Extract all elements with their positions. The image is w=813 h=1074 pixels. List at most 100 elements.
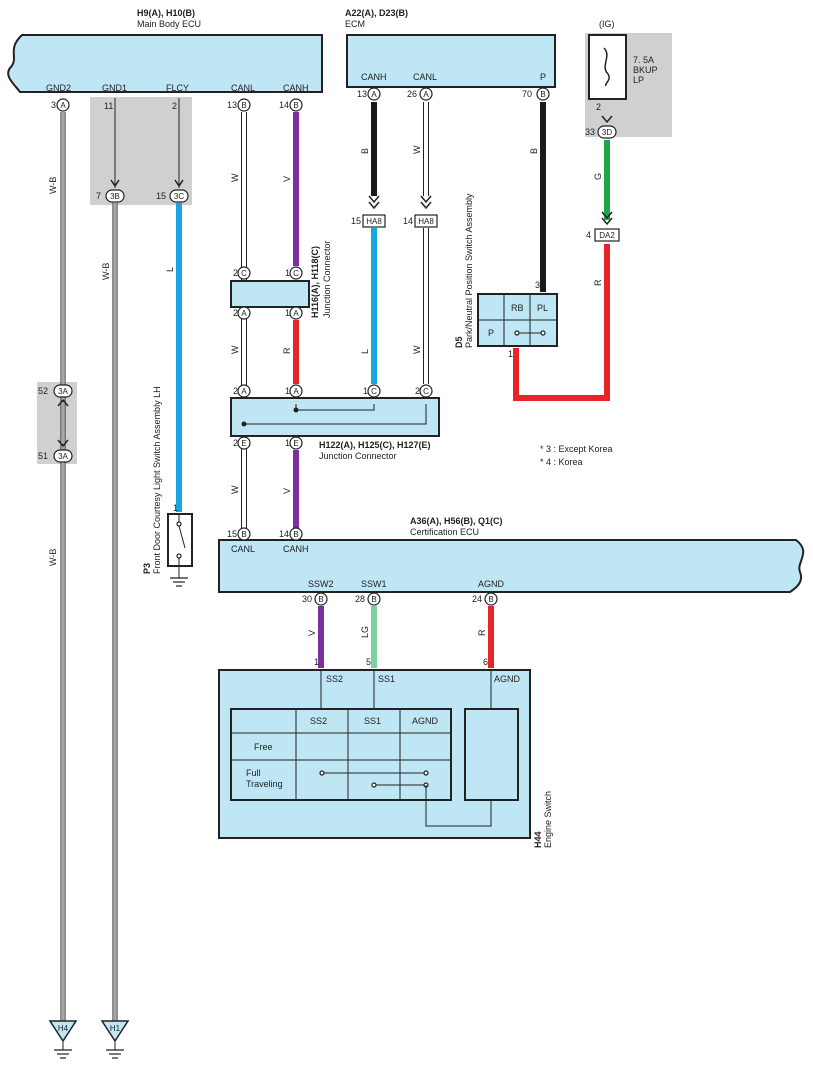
wire-r-fuse [513, 244, 610, 401]
svg-text:33: 33 [585, 127, 595, 137]
svg-text:3: 3 [51, 100, 56, 110]
svg-text:E: E [241, 439, 246, 448]
svg-text:28: 28 [355, 594, 365, 604]
pin-label-canl: CANL [231, 83, 255, 93]
svg-text:1: 1 [285, 268, 290, 278]
svg-text:G: G [593, 173, 603, 180]
ground-h4 [48, 1020, 78, 1059]
pin-label-gnd2: GND2 [46, 83, 71, 93]
p3-ref: P3 [142, 563, 152, 574]
svg-text:13: 13 [227, 100, 237, 110]
svg-text:R: R [477, 629, 487, 636]
svg-text:C: C [371, 387, 377, 396]
svg-text:W: W [230, 485, 240, 494]
d5-col-pl: PL [537, 303, 548, 313]
svg-text:B: B [293, 101, 298, 110]
svg-text:30: 30 [302, 594, 312, 604]
svg-text:B: B [529, 148, 539, 154]
svg-text:B: B [241, 530, 246, 539]
svg-text:1: 1 [285, 386, 290, 396]
cert-ecu-ref: A36(A), H56(B), Q1(C) [410, 516, 503, 526]
svg-text:DA2: DA2 [599, 231, 615, 240]
jc-mid-internal [244, 404, 427, 425]
fuse-icon [603, 47, 610, 87]
svg-text:1: 1 [285, 308, 290, 318]
es-pin-ss1: SS1 [378, 674, 395, 684]
chevron-icons [57, 115, 613, 448]
svg-text:B: B [371, 595, 376, 604]
p3-name: Front Door Courtesy Light Switch Assembl… [152, 386, 162, 574]
svg-text:L: L [165, 267, 175, 272]
es-ref: H44 [533, 831, 543, 848]
main-body-ecu-box [7, 34, 323, 93]
svg-text:1: 1 [285, 438, 290, 448]
svg-text:52: 52 [38, 386, 48, 396]
svg-text:B: B [488, 595, 493, 604]
svg-text:W: W [230, 345, 240, 354]
ecm-box [346, 34, 556, 88]
note-1: * 3 : Except Korea [540, 444, 613, 454]
es-pin-ss2: SS2 [326, 674, 343, 684]
main-body-ecu-ref: H9(A), H10(B) [137, 8, 195, 18]
svg-text:W-B: W-B [48, 549, 58, 566]
fuse-name1: BKUP [633, 65, 658, 75]
svg-text:2: 2 [415, 386, 420, 396]
es-row-traveling: Traveling [246, 779, 283, 789]
ecm-name: ECM [345, 19, 365, 29]
es-th-agnd: AGND [412, 716, 439, 726]
cert-ecu-box [218, 539, 805, 593]
cert-pin-ssw1: SSW1 [361, 579, 387, 589]
pin-label-flcy: FLCY [166, 83, 189, 93]
svg-text:A: A [241, 387, 247, 396]
svg-text:3D: 3D [602, 128, 612, 137]
svg-text:L: L [360, 349, 370, 354]
svg-text:A: A [371, 90, 377, 99]
svg-text:14: 14 [403, 216, 413, 226]
svg-text:V: V [282, 176, 292, 182]
jc-top-box [230, 280, 310, 308]
svg-text:B: B [540, 90, 545, 99]
svg-text:6: 6 [483, 657, 488, 667]
svg-text:11: 11 [104, 101, 113, 111]
svg-text:7: 7 [96, 191, 101, 201]
svg-text:A: A [293, 387, 299, 396]
svg-text:1: 1 [314, 657, 319, 667]
svg-text:14: 14 [279, 529, 289, 539]
svg-text:3C: 3C [174, 192, 184, 201]
ecm-ref: A22(A), D23(B) [345, 8, 408, 18]
svg-text:HA8: HA8 [366, 217, 382, 226]
jc-mid-name: Junction Connector [319, 451, 397, 461]
note-2: * 4 : Korea [540, 457, 583, 467]
cert-pin-canl: CANL [231, 544, 255, 554]
jc-mid-ref: H122(A), H125(C), H127(E) [319, 440, 431, 450]
es-name: Engine Switch [543, 791, 553, 848]
svg-text:W-B: W-B [48, 177, 58, 194]
svg-text:15: 15 [156, 191, 166, 201]
svg-text:2: 2 [233, 268, 238, 278]
pin-circles: A B B A A B C C A A A A C C E E B B B B … [56, 87, 550, 606]
jc-top-ref: H116(A), H118(C) [310, 246, 320, 318]
svg-text:C: C [241, 269, 247, 278]
p3-ground-icon [170, 577, 188, 587]
jc-top-name: Junction Connector [322, 240, 332, 318]
svg-text:70: 70 [522, 89, 532, 99]
cert-pin-agnd: AGND [478, 579, 505, 589]
svg-text:2: 2 [233, 386, 238, 396]
svg-text:V: V [307, 630, 317, 636]
svg-text:51: 51 [38, 451, 48, 461]
svg-text:13: 13 [357, 89, 367, 99]
svg-text:15: 15 [227, 529, 237, 539]
pin-label-gnd1: GND1 [102, 83, 127, 93]
fuse-ig: (IG) [599, 19, 615, 29]
svg-text:LG: LG [360, 626, 370, 638]
es-th-ss2: SS2 [310, 716, 327, 726]
d5-row-p: P [488, 328, 494, 338]
svg-text:3A: 3A [58, 387, 68, 396]
jc-mid-box [230, 397, 440, 437]
es-row-full: Full [246, 768, 261, 778]
svg-text:A: A [60, 101, 66, 110]
svg-text:1: 1 [363, 386, 368, 396]
svg-text:C: C [423, 387, 429, 396]
svg-text:C: C [293, 269, 299, 278]
svg-text:B: B [241, 101, 246, 110]
